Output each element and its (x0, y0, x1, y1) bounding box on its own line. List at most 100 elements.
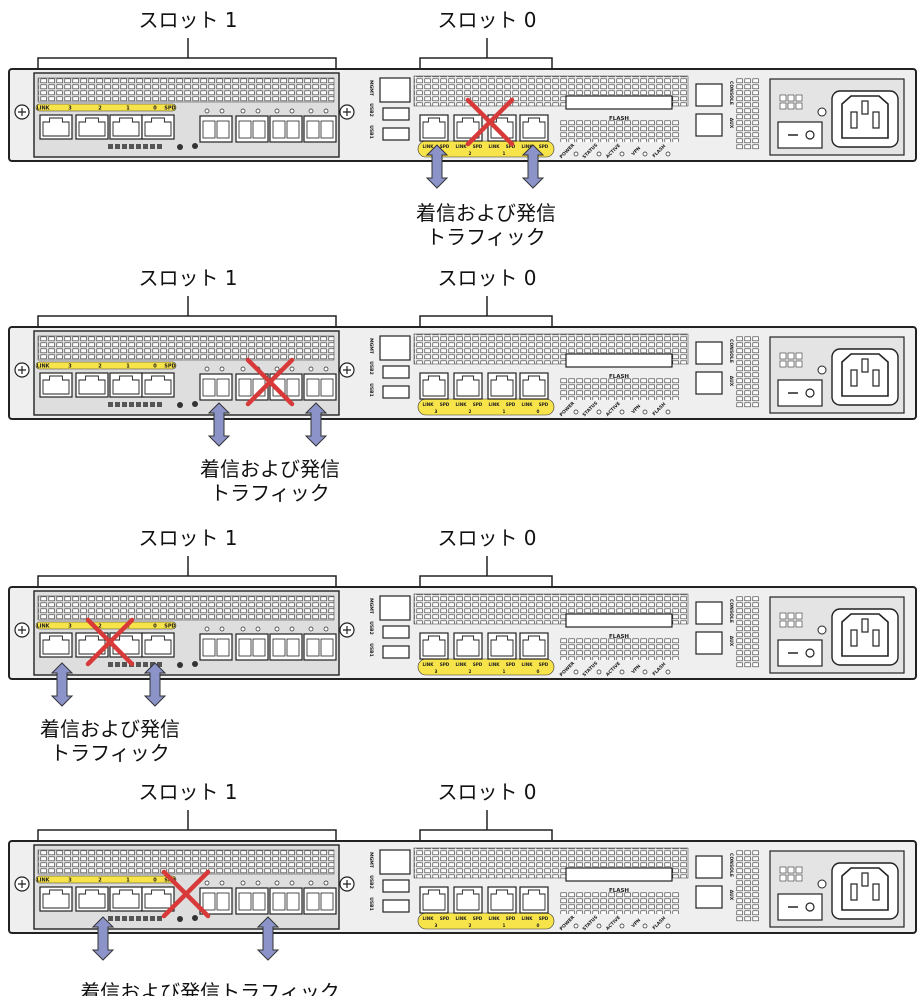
led-icon (666, 670, 670, 674)
vent-icon (796, 353, 802, 359)
led-block (122, 144, 127, 149)
strip-label: 2 (98, 364, 102, 370)
power-switch-icon (778, 380, 822, 406)
usb-port (383, 626, 409, 638)
led-icon (309, 627, 313, 631)
led-icon (309, 881, 313, 885)
strip-label: LINK (36, 624, 50, 630)
console-port (696, 602, 722, 624)
vent-icon (796, 867, 802, 873)
traffic-label-line2: トラフィック (210, 481, 330, 505)
strip-label: 3 (68, 624, 72, 630)
led-block (143, 144, 148, 149)
traffic-label-line1: 着信および発信 (200, 457, 340, 481)
vent-grille (736, 596, 760, 668)
led-block (143, 402, 148, 407)
io-label: AUX (728, 118, 734, 129)
led-block (108, 916, 113, 921)
led-icon (666, 924, 670, 928)
led-block (129, 916, 134, 921)
aux-port (696, 632, 722, 654)
led-icon (324, 881, 328, 885)
bidirectional-arrow-icon (52, 663, 72, 706)
led-block (136, 916, 141, 921)
rj45-port (420, 633, 448, 659)
led-block (157, 402, 162, 407)
led-icon (818, 366, 826, 374)
flash-slot (566, 96, 672, 109)
led-block (108, 662, 113, 667)
vent-icon (788, 95, 794, 101)
rj45-port (488, 887, 516, 913)
strip-label: LINK (522, 402, 534, 407)
usb-port (383, 880, 409, 892)
io-label: AUX (728, 376, 734, 387)
rj45-port (142, 887, 174, 911)
rj45-port (488, 373, 516, 399)
power-area (770, 851, 904, 927)
screw-icon (15, 623, 29, 637)
strip-label: 1 (503, 669, 506, 674)
led-icon (666, 410, 670, 414)
rj45-port (110, 115, 142, 139)
io-label: USB2 (368, 875, 374, 888)
bidirectional-arrow-icon (427, 145, 447, 188)
strip-label: LINK (423, 916, 435, 921)
rj45-port (110, 373, 142, 397)
sfp-port (200, 116, 232, 142)
strip-label: LINK (489, 144, 501, 149)
led-icon (620, 670, 624, 674)
onboard-strip (418, 659, 554, 675)
led-block (108, 402, 113, 407)
strip-label: LINK (456, 402, 468, 407)
led-icon (205, 109, 209, 113)
io-label: AUX (728, 636, 734, 647)
vent-icon (796, 103, 802, 109)
led-icon (309, 367, 313, 371)
led-icon (220, 367, 224, 371)
led-icon (275, 109, 279, 113)
led-block (157, 144, 162, 149)
console-port (696, 84, 722, 106)
io-label: CONSOLE (728, 599, 734, 623)
led-block (115, 144, 120, 149)
led-icon (597, 152, 601, 156)
screw-icon (15, 363, 29, 377)
strip-label: 0 (153, 624, 157, 630)
slot0-label: スロット 0 (437, 526, 536, 550)
screw-icon (15, 877, 29, 891)
mgmt-port (380, 336, 410, 360)
vent-icon (796, 621, 802, 627)
strip-label: LINK (36, 106, 50, 112)
slot1-module: LINK3210SPD (34, 591, 339, 675)
led-icon (620, 152, 624, 156)
vent-icon (780, 103, 786, 109)
strip-label: 0 (153, 878, 157, 884)
led-block (143, 916, 148, 921)
sfp-port (200, 374, 232, 400)
led-icon (818, 880, 826, 888)
bidirectional-arrow-icon (258, 917, 278, 960)
led-icon (275, 627, 279, 631)
led-icon (818, 108, 826, 116)
rj45-port (488, 633, 516, 659)
panel-1: スロット 1スロット 0LINK3210SPDMGMTUSB2USB1FLASH… (9, 8, 916, 249)
aux-port (696, 886, 722, 908)
strip-label: 2 (469, 409, 472, 414)
sfp-port (304, 888, 336, 914)
strip-label: SPD (473, 916, 483, 921)
vent-icon (788, 613, 794, 619)
slot1-label: スロット 1 (138, 8, 237, 32)
traffic-label-line2: トラフィック (50, 741, 170, 765)
led-block (157, 916, 162, 921)
strip-label: 2 (469, 923, 472, 928)
led-icon (574, 924, 578, 928)
slot1-module: LINK3210SPD (34, 73, 339, 157)
strip-label: LINK (489, 662, 501, 667)
led-icon (290, 367, 294, 371)
led-icon (597, 410, 601, 414)
led-icon (220, 109, 224, 113)
rj45-port (110, 887, 142, 911)
mgmt-port (380, 850, 410, 874)
strip-label: SPD (539, 662, 549, 667)
